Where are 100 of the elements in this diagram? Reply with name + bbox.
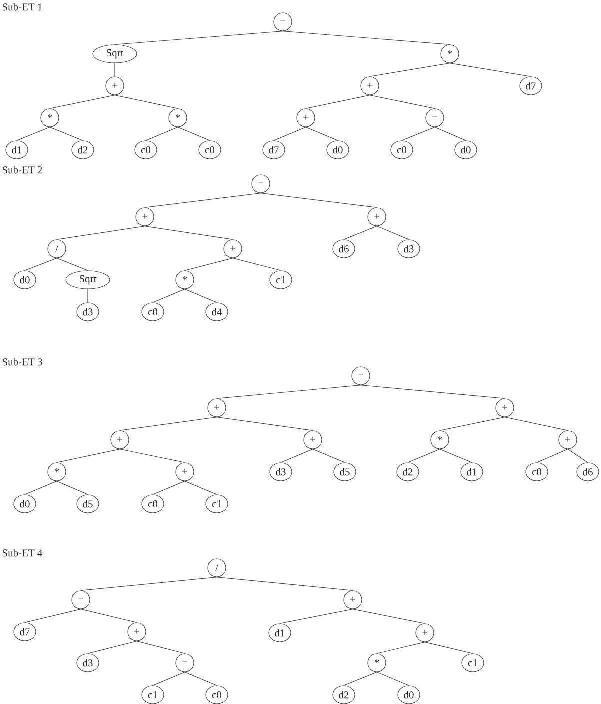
tree-edge [114, 31, 284, 45]
tree-edge [114, 95, 178, 109]
tree-edge [450, 63, 532, 77]
tree-edge [56, 258, 88, 271]
tree-edge [376, 672, 410, 686]
tree-edge [306, 127, 338, 141]
operator-node: * [176, 270, 194, 290]
tree-edge [434, 127, 466, 141]
terminal-node: d0 [14, 494, 36, 514]
tree-edge [24, 481, 58, 495]
operator-node: + [208, 398, 226, 418]
terminal-node: d2 [332, 686, 356, 704]
operator-node: / [208, 558, 226, 578]
operator-node: / [48, 240, 66, 258]
terminal-node: d7 [520, 76, 542, 96]
operator-node: Sqrt [66, 270, 110, 290]
terminal-node: c0 [198, 140, 222, 160]
operator-node: + [368, 208, 386, 226]
operator-node: * [48, 462, 66, 482]
operator-node: + [416, 624, 434, 642]
operator-node: Sqrt [92, 44, 138, 64]
tree-edge [184, 481, 218, 495]
operator-node: * [368, 654, 386, 672]
panel-label: Sub-ET 3 [2, 358, 42, 366]
tree-edge [114, 63, 116, 77]
tree-edge [280, 609, 354, 624]
tree-edge [216, 417, 314, 431]
tree-edge [280, 449, 314, 463]
terminal-node: d6 [576, 462, 600, 482]
operator-node: * [440, 44, 460, 64]
terminal-node: d0 [398, 686, 420, 704]
panel-label: Sub-ET 2 [2, 166, 42, 174]
terminal-node: d3 [398, 240, 420, 258]
tree-edge [80, 577, 218, 591]
tree-edge [344, 672, 378, 686]
tree-edge [440, 417, 506, 431]
tree-edge [144, 193, 262, 208]
tree-edge [312, 449, 346, 463]
terminal-node: d2 [396, 462, 420, 482]
terminal-node: c0 [526, 462, 548, 482]
terminal-node: d1 [268, 624, 292, 642]
tree-edge [56, 481, 88, 495]
terminal-node: d6 [332, 240, 356, 258]
tree-edge [504, 417, 568, 431]
tree-edge [352, 609, 426, 624]
tree-edge [184, 672, 218, 686]
operator-node: + [360, 76, 380, 96]
operator-node: − [252, 174, 270, 194]
operator-node: + [136, 208, 154, 226]
tree-edge [408, 449, 440, 463]
operator-node: − [72, 590, 90, 610]
terminal-node: c0 [142, 494, 164, 514]
terminal-node: d5 [76, 494, 100, 514]
operator-node: * [40, 108, 60, 128]
panel-label: Sub-ET 1 [2, 3, 42, 11]
tree-edge [260, 193, 378, 208]
operator-node: − [352, 366, 370, 386]
operator-node: * [430, 430, 450, 450]
tree-edge [370, 95, 436, 109]
tree-edge [152, 672, 186, 686]
terminal-node: d3 [76, 302, 100, 322]
terminal-node: d7 [14, 622, 36, 642]
operator-node: + [176, 462, 194, 482]
tree-edge [370, 63, 450, 77]
tree-edge [184, 289, 218, 303]
terminal-node: d0 [454, 140, 478, 160]
terminal-node: c1 [462, 654, 484, 672]
tree-edge [136, 641, 186, 654]
operator-node: − [426, 108, 444, 128]
tree-edge [24, 258, 58, 271]
tree-edge [184, 258, 234, 271]
terminal-node: c0 [206, 686, 228, 704]
tree-edge [152, 481, 186, 495]
tree-edge [376, 226, 410, 240]
tree-edge [144, 226, 234, 240]
operator-node: − [274, 12, 292, 32]
tree-edge [216, 385, 362, 399]
tree-edge [360, 385, 506, 399]
tree-edge [440, 449, 472, 463]
tree-edge [56, 226, 146, 240]
tree-edge [120, 417, 218, 431]
terminal-node: d5 [334, 462, 356, 482]
operator-node: + [496, 398, 514, 418]
operator-node: + [128, 622, 146, 642]
terminal-node: d3 [76, 654, 100, 672]
terminal-node: d2 [72, 140, 94, 160]
tree-edge [232, 258, 282, 271]
tree-edge [344, 226, 378, 240]
tree-edge [16, 127, 50, 141]
terminal-node: d4 [206, 302, 228, 322]
operator-node: + [304, 430, 322, 450]
terminal-node: d0 [14, 270, 36, 290]
terminal-node: d1 [6, 140, 28, 160]
terminal-node: d3 [270, 462, 292, 482]
operator-node: + [110, 430, 130, 450]
terminal-node: c0 [142, 302, 164, 322]
tree-edge [50, 127, 84, 141]
tree-edge [424, 642, 474, 654]
terminal-node: d0 [326, 140, 350, 160]
tree-edge [50, 95, 116, 109]
